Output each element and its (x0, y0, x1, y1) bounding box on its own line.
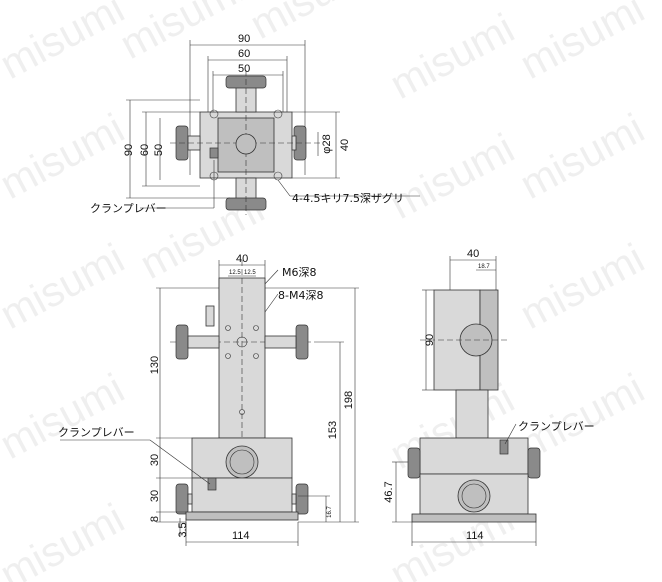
front-shaft-left (187, 335, 220, 349)
clamp-lever (209, 147, 219, 159)
front-shaft-br (291, 493, 297, 505)
side-base (411, 513, 537, 523)
watermark: misumi (0, 494, 132, 582)
front-dim-16-7: 16.7 (327, 506, 333, 518)
side-column (455, 389, 489, 439)
side-dim-18-7: 18.7 (478, 264, 490, 270)
front-dim-30a: 30 (149, 454, 161, 466)
column-hole (239, 409, 245, 415)
watermark: misumi (512, 234, 651, 338)
top-view: 90 60 50 90 60 50 (90, 33, 420, 215)
side-dim-46-7: 46.7 (383, 481, 395, 502)
m4-hole (253, 325, 259, 331)
side-knob-left (407, 447, 421, 479)
watermark: misumi (512, 0, 651, 88)
front-dim-130: 130 (149, 356, 161, 374)
label-m6: M6深8 (282, 266, 317, 279)
front-shaft-bl (187, 493, 193, 505)
center-hole (235, 133, 257, 155)
front-knob-bottom-left (175, 483, 189, 515)
front-dim-30b: 30 (149, 490, 161, 502)
side-middle-stage (419, 437, 529, 475)
dim-top-90: 90 (238, 33, 250, 45)
dim-top-60: 60 (238, 48, 250, 60)
front-bottom-stage (191, 477, 293, 513)
front-dim-12-5-a: 12.5 (229, 270, 241, 276)
side-clamp-lever (499, 439, 509, 455)
mount-hole (209, 109, 219, 119)
front-dim-114: 114 (232, 530, 250, 542)
watermark: misumi (512, 104, 651, 208)
watermark: misumi (0, 364, 132, 468)
front-middle-hole (225, 445, 259, 479)
dim-dia-28: φ28 (321, 134, 333, 153)
dim-side-50: 50 (153, 144, 165, 156)
front-knob-bottom-right (295, 483, 309, 515)
front-top-hole (236, 336, 248, 348)
dim-40-right: 40 (339, 139, 351, 151)
dim-side-90: 90 (123, 144, 135, 156)
side-bottom-hole (457, 479, 491, 513)
side-lever-label: クランプレバー (518, 420, 595, 433)
m4-hole (225, 325, 231, 331)
front-dim-3-5: 3.5 (177, 522, 189, 537)
side-dim-40: 40 (467, 248, 479, 260)
hole-label: 4-4.5キリ7.5深ザグリ (292, 191, 404, 205)
watermark: misumi (0, 104, 132, 208)
watermark: misumi (382, 4, 521, 108)
lever-label-top: クランプレバー (90, 202, 167, 215)
m4-hole (225, 353, 231, 359)
m4-hole (253, 353, 259, 359)
watermark: misumi (0, 234, 132, 338)
front-clamp-lever-bottom (207, 477, 217, 491)
watermark: misumi (0, 0, 132, 88)
side-view: 40 18.7 90 46.7 114 クランプレバー (383, 248, 595, 546)
front-knob-left (175, 324, 189, 360)
dim-top-50: 50 (238, 63, 250, 75)
front-dim-153: 153 (327, 421, 339, 439)
watermark: misumi (242, 0, 381, 48)
front-lever-label: クランプレバー (58, 426, 135, 439)
label-m4: 8-M4深8 (278, 289, 323, 302)
mount-hole (273, 109, 283, 119)
front-shaft-right (264, 335, 297, 349)
front-dim-8: 8 (149, 516, 161, 522)
front-base (185, 511, 299, 521)
side-knob-right (527, 447, 541, 479)
front-dim-40: 40 (236, 253, 248, 265)
front-dim-12-5-b: 12.5 (244, 270, 256, 276)
dim-side-60: 60 (139, 144, 151, 156)
front-knob-right (295, 324, 309, 360)
side-dim-90: 90 (424, 334, 436, 346)
front-dim-198: 198 (343, 391, 355, 409)
side-dim-114: 114 (466, 530, 484, 542)
watermark: misumi (112, 0, 251, 68)
watermark: misumi (382, 124, 521, 228)
front-view: 40 12.5 12.5 M6深8 8-M4深8 (58, 253, 359, 546)
front-clamp-lever-top (205, 305, 215, 327)
